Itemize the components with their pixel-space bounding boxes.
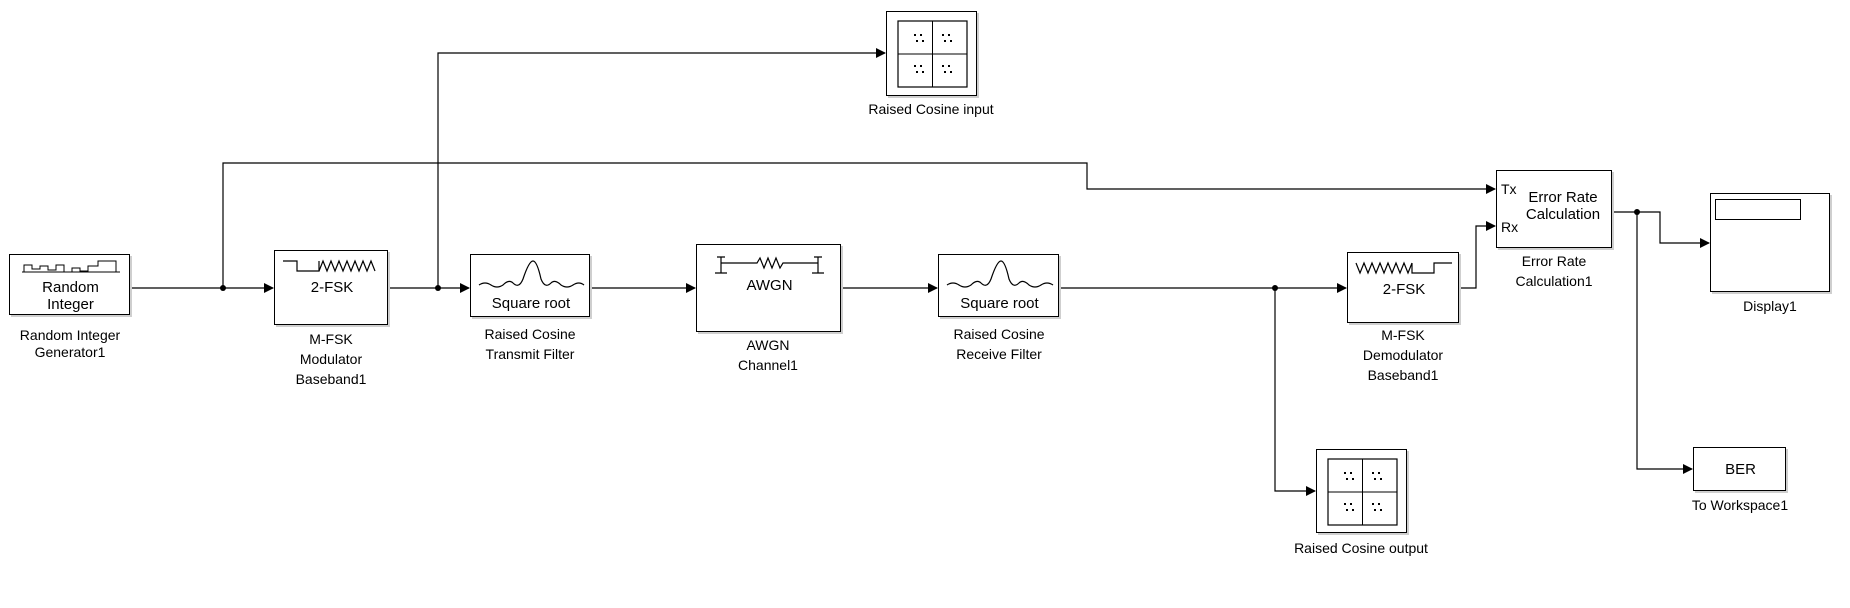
block-label: To Workspace1	[1691, 497, 1789, 513]
block-text: BER	[1725, 461, 1756, 478]
block-label-line-1: M-FSK	[1381, 327, 1425, 343]
fsk-waveform-icon	[1355, 261, 1452, 275]
awgn-channel-block[interactable]: AWGN	[696, 244, 841, 332]
block-text: 2-FSK	[310, 279, 354, 296]
block-text: AWGN	[746, 277, 793, 294]
line-demod-to-rx	[1459, 221, 1496, 289]
block-text-line-1: Error Rate	[1528, 189, 1598, 206]
block-label-line-1: M-FSK	[309, 331, 353, 347]
block-label-line-2: Generator1	[34, 344, 106, 360]
block-text: 2-FSK	[1382, 281, 1426, 298]
junction-dot	[1634, 209, 1640, 215]
scope-grid-icon	[1327, 458, 1398, 526]
block-label-line-1: Raised Cosine	[953, 326, 1045, 342]
mfsk-demodulator-block[interactable]: 2-FSK	[1347, 252, 1459, 323]
line-branch-scope-out	[1274, 288, 1316, 496]
sinc-pulse-icon	[946, 260, 1054, 288]
scope-raised-cosine-input-block[interactable]	[886, 11, 977, 96]
scope-grid-icon	[897, 20, 968, 88]
tx-port-label: Tx	[1501, 181, 1517, 197]
channel-resistor-icon	[715, 256, 824, 274]
block-label-line-2: Channel1	[738, 357, 798, 373]
block-label-line-2: Receive Filter	[956, 346, 1042, 362]
block-label-line-1: Random Integer	[19, 327, 121, 343]
fsk-waveform-icon	[283, 259, 376, 273]
junction-dot	[435, 285, 441, 291]
block-label-line-3: Baseband1	[1367, 367, 1439, 383]
block-text-line-2: Calculation	[1525, 206, 1601, 223]
block-label-line-2: Demodulator	[1362, 347, 1444, 363]
block-label: Raised Cosine output	[1294, 540, 1428, 556]
sinc-pulse-icon	[478, 260, 585, 288]
random-integer-generator-block[interactable]: Random Integer	[9, 254, 130, 315]
line-branch-tx	[222, 162, 1496, 288]
block-label-line-3: Baseband1	[295, 371, 367, 387]
junction-dot	[220, 285, 226, 291]
scope-raised-cosine-output-block[interactable]	[1316, 449, 1407, 533]
block-label-line-1: Raised Cosine	[484, 326, 576, 342]
block-text: Square root	[960, 295, 1039, 312]
random-integer-icon	[22, 260, 120, 273]
block-text-line-1: Random	[42, 279, 99, 296]
block-text: Square root	[491, 295, 571, 312]
block-label: Display1	[1743, 298, 1797, 314]
line-err-to-display	[1612, 211, 1710, 248]
block-label-line-1: AWGN	[746, 337, 790, 353]
line-branch-workspace	[1636, 212, 1693, 474]
block-label-line-2: Calculation1	[1515, 273, 1593, 289]
to-workspace-block[interactable]: BER	[1693, 447, 1786, 491]
block-text-line-2: Integer	[47, 296, 94, 313]
junction-dot	[1272, 285, 1278, 291]
block-label-line-2: Modulator	[299, 351, 363, 367]
raised-cosine-receive-filter-block[interactable]: Square root	[938, 254, 1059, 317]
display-readout-box	[1715, 199, 1801, 220]
error-rate-calculation-block[interactable]: Tx Rx Error Rate Calculation	[1496, 170, 1612, 248]
line-branch-scope-in	[437, 48, 886, 288]
rx-port-label: Rx	[1501, 219, 1519, 235]
block-label-line-2: Transmit Filter	[485, 346, 575, 362]
display-block[interactable]	[1710, 193, 1830, 292]
block-label: Raised Cosine input	[868, 101, 994, 117]
block-label-line-1: Error Rate	[1521, 253, 1587, 269]
raised-cosine-transmit-filter-block[interactable]: Square root	[470, 254, 590, 317]
mfsk-modulator-block[interactable]: 2-FSK	[274, 250, 388, 325]
